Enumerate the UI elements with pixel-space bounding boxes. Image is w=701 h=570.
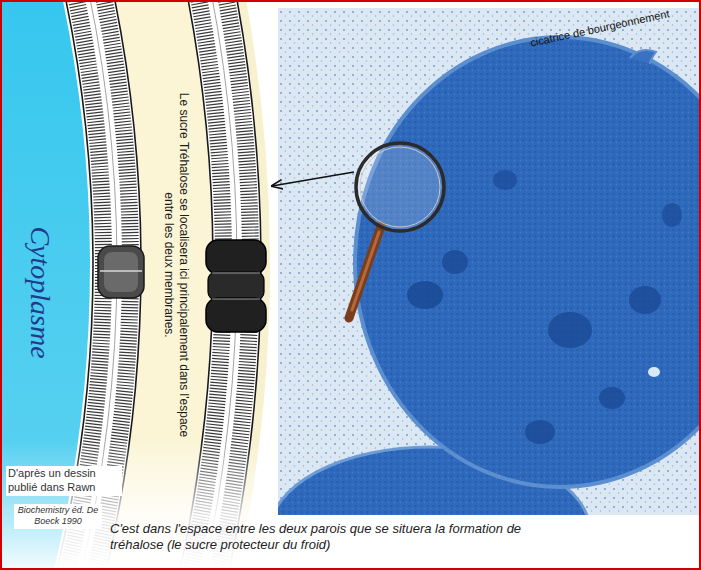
figure-caption: C'est dans l'espace entre les deux paroi… — [110, 521, 550, 554]
region-label: Cytoplasme — [23, 226, 58, 358]
yeast-micrograph — [278, 8, 701, 515]
inner-channel-protein — [98, 246, 144, 298]
zoom-arrow — [272, 172, 354, 186]
credit-text: D'après un dessin publié dans Rawn — [6, 466, 122, 496]
source-text: Biochemistry éd. De Boeck 1990 — [14, 504, 102, 529]
magnifying-glass — [349, 143, 444, 318]
annotation-text: Le sucre Tréhalose se localisera ici pri… — [161, 85, 191, 445]
outer-channel-protein — [206, 240, 266, 332]
